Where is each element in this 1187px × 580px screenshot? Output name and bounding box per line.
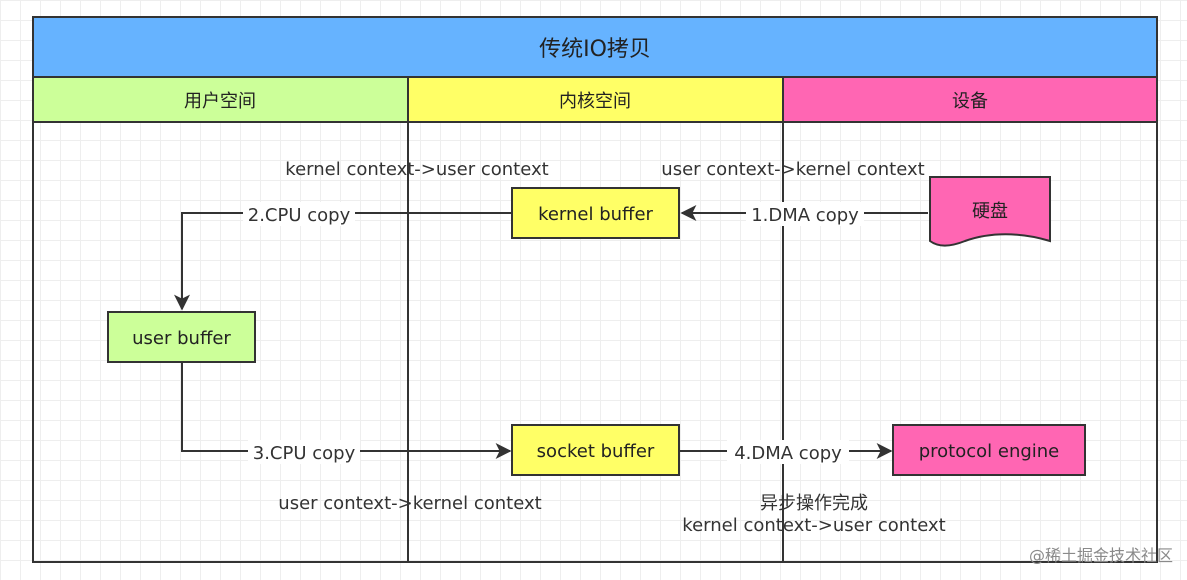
node-socket-buffer xyxy=(511,424,680,476)
edge-label-bg xyxy=(243,202,355,226)
lane-body-device xyxy=(782,121,1158,563)
annotation-async-complete: 异步操作完成 xyxy=(760,493,868,514)
node-label-socket-buffer: socket buffer xyxy=(537,441,655,462)
node-user-buffer xyxy=(107,311,256,363)
edge-label-dma-copy-1: 1.DMA copy xyxy=(751,205,859,226)
lane-label-kernel-space: 内核空间 xyxy=(559,91,631,112)
edge-label-dma-copy-4: 4.DMA copy xyxy=(734,443,842,464)
annotation-kernel-to-user-context-2: kernel context->user context xyxy=(682,515,945,536)
arrow-user-buffer-to-socket-buffer xyxy=(181,362,512,459)
annotation-kernel-to-user-context-1: kernel context->user context xyxy=(285,159,548,180)
edge-label-cpu-copy-2: 2.CPU copy xyxy=(248,205,351,226)
lane-header-device xyxy=(782,76,1158,123)
edge-label-bg xyxy=(248,440,360,464)
watermark: @稀土掘金技术社区 xyxy=(1028,546,1173,565)
node-protocol-engine xyxy=(892,424,1086,476)
edge-label-bg xyxy=(746,202,864,226)
arrow-kernel-buffer-to-user-buffer xyxy=(174,212,512,311)
diagram-title: 传统IO拷贝 xyxy=(539,37,651,62)
annotation-user-to-kernel-context-1: user context->kernel context xyxy=(661,159,924,180)
node-label-disk: 硬盘 xyxy=(972,201,1008,222)
lane-label-user-space: 用户空间 xyxy=(184,91,256,112)
annotation-user-to-kernel-context-2: user context->kernel context xyxy=(278,493,541,514)
lane-label-device: 设备 xyxy=(952,91,988,112)
node-label-kernel-buffer: kernel buffer xyxy=(538,204,653,225)
title-bar xyxy=(32,16,1158,78)
node-disk xyxy=(929,176,1051,247)
edge-label-cpu-copy-3: 3.CPU copy xyxy=(253,443,356,464)
lane-header-user-space xyxy=(32,76,409,123)
node-kernel-buffer xyxy=(511,187,680,239)
node-label-user-buffer: user buffer xyxy=(132,328,231,349)
node-label-protocol-engine: protocol engine xyxy=(919,441,1060,462)
edge-label-bg xyxy=(727,440,849,464)
